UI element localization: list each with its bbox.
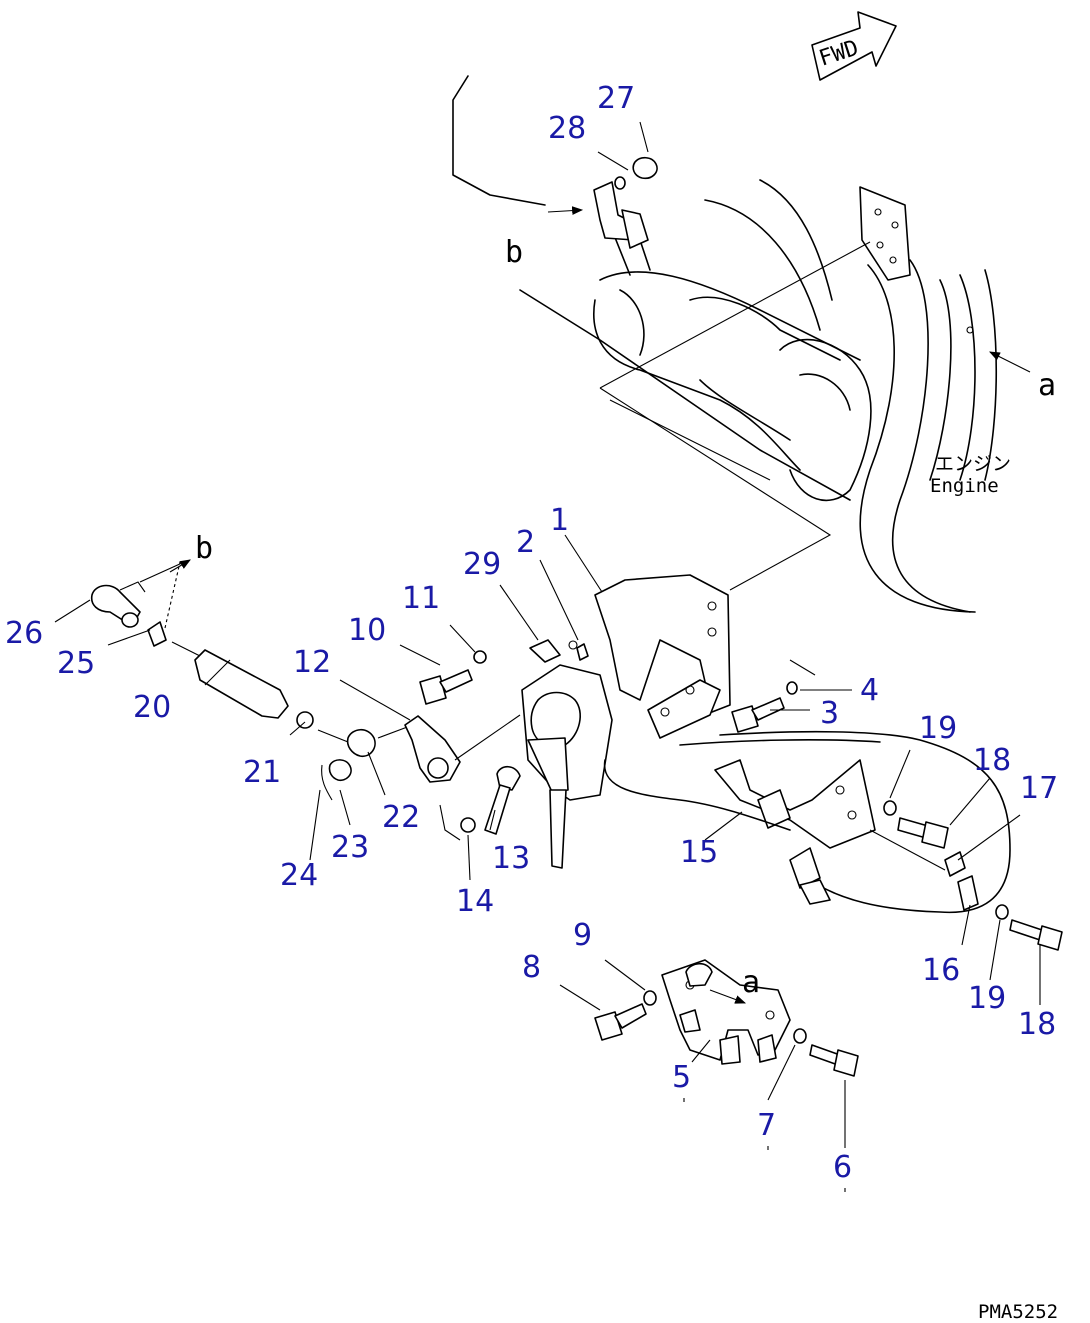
callout-10: 10 — [348, 613, 386, 648]
callout-9: 9 — [573, 918, 592, 953]
callout-19: 19 — [919, 711, 957, 746]
lower-bracket-5 — [594, 959, 859, 1077]
engine-label-jp: エンジン — [935, 453, 1011, 475]
callout-5: 5 — [672, 1060, 691, 1095]
lower-bracket-15 — [603, 730, 1011, 914]
callout-20: 20 — [133, 690, 171, 725]
actuator-assembly — [521, 574, 731, 869]
callout-8: 8 — [522, 950, 541, 985]
callout-15: 15 — [680, 835, 718, 870]
callout-28: 28 — [548, 111, 586, 146]
callout-16: 16 — [922, 953, 960, 988]
fwd-arrow-icon: FWD — [811, 11, 897, 81]
callout-24: 24 — [280, 858, 318, 893]
callout-13: 13 — [492, 841, 530, 876]
control-rod-assembly — [90, 561, 521, 801]
ref-a-right: a — [1038, 368, 1056, 403]
callout-6: 6 — [833, 1150, 852, 1185]
callout-25: 25 — [57, 646, 95, 681]
callout-26: 26 — [5, 616, 43, 651]
callout-7: 7 — [757, 1108, 776, 1143]
leader-lines — [54, 351, 1041, 1148]
ref-b-upper: b — [505, 235, 523, 270]
callout-19b: 19 — [968, 981, 1006, 1016]
ref-a-lower: a — [742, 965, 760, 1000]
callout-18: 18 — [973, 743, 1011, 778]
callout-2: 2 — [516, 525, 535, 560]
callout-12: 12 — [293, 645, 331, 680]
engine-assembly — [452, 75, 997, 613]
bolts-upper — [419, 650, 852, 733]
callout-4: 4 — [860, 673, 879, 708]
bolt-13 — [439, 765, 521, 841]
callout-23: 23 — [331, 830, 369, 865]
callout-29: 29 — [463, 547, 501, 582]
drawing-code: PMA5252 — [978, 1301, 1058, 1323]
bolts-right — [883, 800, 1063, 951]
callout-3: 3 — [820, 696, 839, 731]
callout-22: 22 — [382, 800, 420, 835]
ref-b-left: b — [195, 531, 213, 566]
callout-18b: 18 — [1018, 1007, 1056, 1042]
callout-17: 17 — [1020, 771, 1058, 806]
callout-numbers: 1 2 3 4 5 6 7 8 9 10 11 12 13 14 15 16 1… — [5, 81, 1058, 1185]
engine-label-en: Engine — [930, 475, 999, 497]
upper-bracket — [547, 121, 658, 249]
callout-11: 11 — [402, 581, 440, 616]
callout-27: 27 — [597, 81, 635, 116]
callout-14: 14 — [456, 884, 494, 919]
callout-1: 1 — [550, 503, 569, 538]
callout-21: 21 — [243, 755, 281, 790]
